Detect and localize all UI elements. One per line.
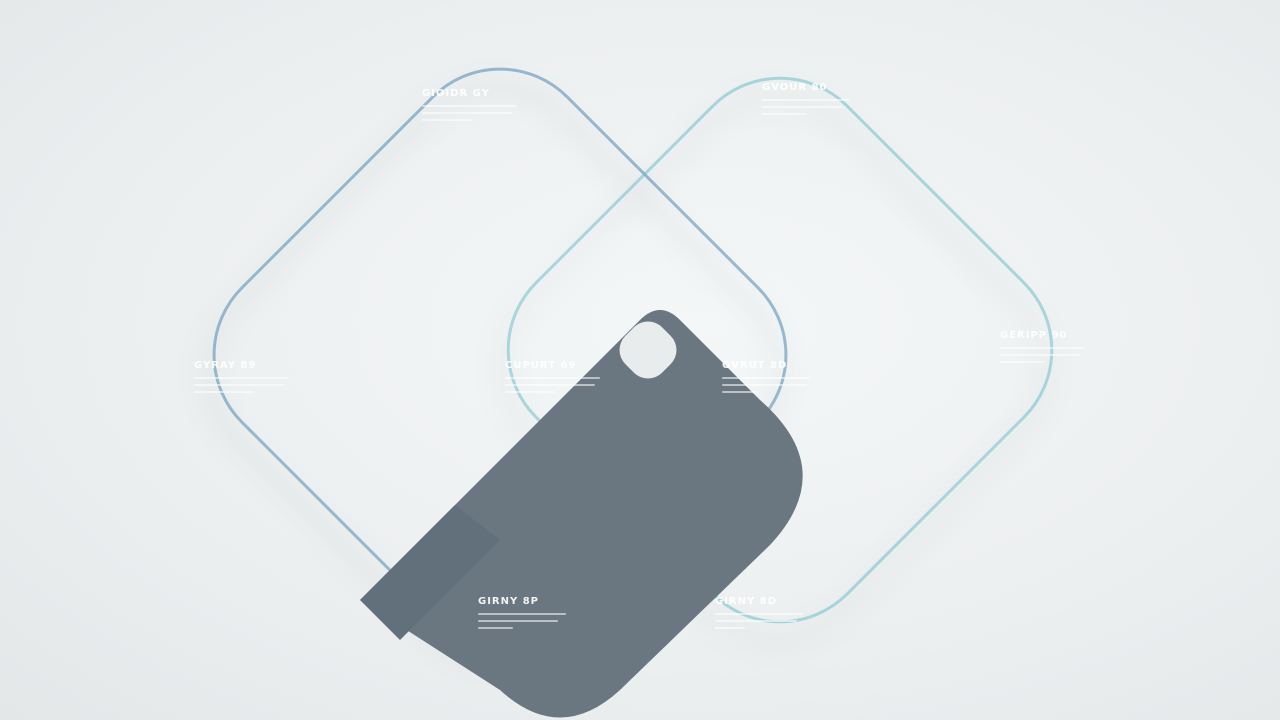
text-line [762,106,842,108]
text-line [715,613,803,615]
interlock-overlap [360,310,803,718]
text-line [194,384,284,386]
text-line [422,119,472,121]
text-line [1000,347,1085,349]
text-line [505,384,595,386]
text-line [715,620,797,622]
label-title: GYRAY 89 [194,360,257,371]
text-line [422,112,512,114]
label-title: GERIPP 90 [1000,330,1068,341]
text-line [478,613,566,615]
label-top-right: GVOUR 80 [762,82,902,120]
text-line [194,377,289,379]
text-line [762,99,850,101]
label-top-left: GIOIDR GY [422,88,562,126]
label-title: GIRNY 8D [715,596,777,607]
label-bottom-right: GIRNY 8D [715,596,855,634]
label-title: GIOIDR GY [422,88,490,99]
text-line [762,113,807,115]
label-title: CUPURT 69 [505,360,577,371]
label-bottom-left: GIRNY 8P [478,596,618,634]
label-left: GYRAY 89 [194,360,334,398]
label-center-right: GVRUT 8D [722,360,862,398]
center-gap [619,321,677,379]
text-line [422,105,517,107]
label-title: GIRNY 8P [478,596,540,607]
label-title: GVOUR 80 [762,82,828,93]
label-right: GERIPP 90 [1000,330,1140,368]
text-line [505,377,600,379]
label-title: GVRUT 8D [722,360,788,371]
text-line [722,384,807,386]
text-line [478,627,513,629]
text-line [715,627,745,629]
text-line [722,391,757,393]
text-line [505,391,555,393]
label-center-left: CUPURT 69 [505,360,645,398]
text-line [1000,361,1045,363]
text-line [1000,354,1080,356]
text-line [722,377,810,379]
text-line [194,391,254,393]
text-line [478,620,558,622]
